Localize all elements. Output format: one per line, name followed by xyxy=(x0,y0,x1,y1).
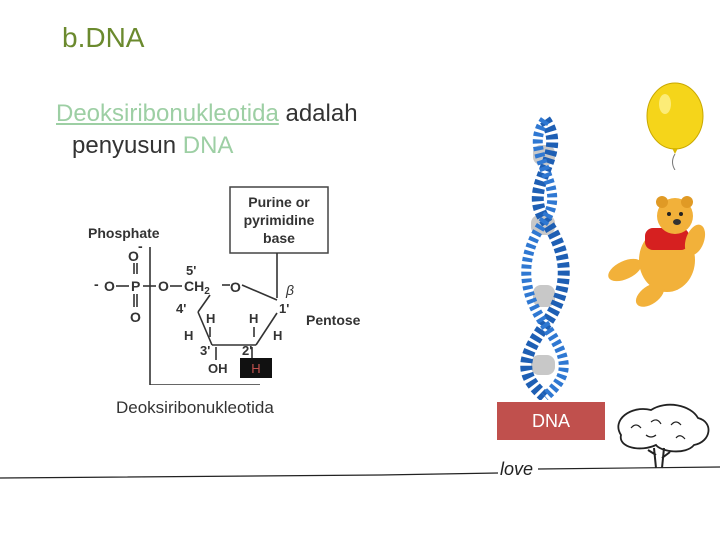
base-label-line1: Purine or xyxy=(248,194,310,210)
dna-link[interactable]: DNA xyxy=(182,132,234,159)
helix-strand-2 xyxy=(521,117,569,400)
phosphate-o-top: O xyxy=(128,248,139,264)
c3-label: 3' xyxy=(200,343,210,358)
ground-line: love xyxy=(0,459,720,479)
ch2-label: CH2 xyxy=(184,278,210,297)
intro-text-2: penyusun xyxy=(72,132,183,159)
intro-paragraph: Deoksiribonukleotida adalah penyusun DNA xyxy=(56,98,358,162)
base-label-line3: base xyxy=(263,230,295,246)
base-label-line2: pyrimidine xyxy=(244,212,315,228)
pentose-label: Pentose xyxy=(306,312,361,328)
svg-text:-: - xyxy=(94,276,99,292)
dna-helix-illustration xyxy=(520,116,570,400)
base-box xyxy=(229,186,329,254)
love-text: love xyxy=(500,459,533,479)
nucleotide-structure-diagram: Phosphate Purine or pyrimidine base O - … xyxy=(88,186,361,385)
phosphate-o-bridge: O xyxy=(158,278,169,294)
h-c1b-label: H xyxy=(273,328,282,343)
svg-text:-: - xyxy=(138,238,143,254)
h-c4b-label: H xyxy=(184,328,193,343)
slide-title: b.DNA xyxy=(62,22,145,53)
dna-label-box: DNA xyxy=(497,402,605,440)
phosphate-o-left: O xyxy=(104,278,115,294)
structure-bonds xyxy=(116,247,278,385)
h-highlight-label: H xyxy=(251,361,260,376)
intro-line-2: penyusun DNA xyxy=(56,130,358,162)
phosphate-o-bottom: O xyxy=(130,309,141,325)
h-c1-label: H xyxy=(249,311,258,326)
c1-label: 1' xyxy=(279,301,289,316)
phosphorus-label: P xyxy=(131,278,140,294)
balloon-icon xyxy=(646,82,704,170)
nucleotide-caption: Deoksiribonukleotida xyxy=(116,398,274,417)
intro-text-1: adalah xyxy=(278,100,358,127)
c4-label: 4' xyxy=(176,301,186,316)
pooh-bear-illustration xyxy=(608,196,706,307)
c5-label: 5' xyxy=(186,263,196,278)
beta-label: β xyxy=(285,282,294,298)
tree-sketch-icon xyxy=(617,403,710,469)
oh-label: OH xyxy=(208,361,228,376)
h-c4-label: H xyxy=(206,311,215,326)
h-highlight-box xyxy=(240,358,272,378)
phosphate-label: Phosphate xyxy=(88,225,160,241)
helix-strand-1 xyxy=(520,116,570,400)
c2-label: 2' xyxy=(242,343,252,358)
deoksiribonukleotida-link[interactable]: Deoksiribonukleotida xyxy=(56,100,279,127)
ring-oxygen-label: O xyxy=(230,279,241,295)
intro-line-1: Deoksiribonukleotida adalah xyxy=(56,98,358,130)
